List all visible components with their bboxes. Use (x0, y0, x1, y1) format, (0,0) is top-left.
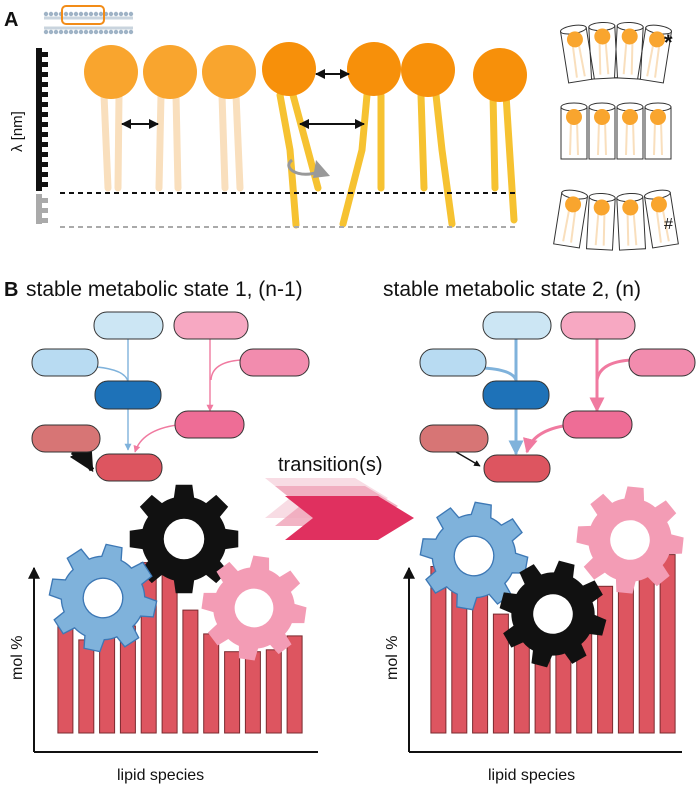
bar (513, 637, 530, 734)
cylinder-icon-tilted (559, 21, 673, 84)
node-pink (174, 410, 245, 439)
lipid-dark-1 (262, 42, 322, 229)
bar (638, 562, 655, 734)
marker-star: * (664, 30, 673, 55)
node-red-target (95, 453, 163, 482)
bar (182, 609, 199, 734)
node-light-blue-left (31, 348, 99, 377)
chart1-xlabel: lipid species (117, 767, 204, 784)
node-blue (94, 380, 162, 410)
chart2-ylabel: mol % (384, 636, 401, 680)
lipid-row (84, 42, 527, 229)
transition-label: transition(s) (278, 454, 382, 476)
bar (99, 633, 116, 734)
bar (78, 639, 95, 734)
bar (224, 651, 241, 734)
lipid-dark-2 (339, 42, 401, 228)
gear-pink-icon (195, 549, 313, 667)
gear2-black-icon (487, 548, 619, 680)
bar (161, 562, 178, 734)
gear-black-icon (129, 484, 239, 594)
lipid-light-2 (143, 45, 197, 192)
bar (597, 585, 614, 734)
node-light-pink-top (173, 311, 249, 340)
lipid-light-3 (202, 45, 256, 192)
bar (203, 633, 220, 734)
node-light-pink-right (239, 348, 310, 377)
bar (57, 617, 74, 734)
transition-arrow-icon (265, 478, 414, 540)
node2-light-pink-right (628, 348, 696, 377)
node2-salmon (419, 424, 489, 453)
marker-hash: # (664, 216, 673, 233)
node2-light-blue-top (482, 311, 552, 340)
node2-red-target (483, 454, 551, 483)
panel-b-label: B (4, 279, 18, 301)
chart2-axes (403, 566, 682, 753)
node-light-blue-top (93, 311, 164, 340)
bar (492, 613, 509, 734)
thickness-axis-label: λ [nm] (9, 111, 26, 152)
node2-light-pink-top (560, 311, 636, 340)
state2-title: stable metabolic state 2, (n) (383, 278, 641, 301)
gear2-blue-icon (411, 493, 537, 619)
bar (286, 635, 303, 734)
node-salmon (31, 424, 101, 453)
state1-title: stable metabolic state 1, (n-1) (26, 278, 303, 301)
chart2-xlabel: lipid species (488, 767, 575, 784)
bar (244, 651, 261, 734)
chart1-axes (28, 566, 318, 753)
lipid-light-1 (84, 45, 138, 192)
network-state1 (31, 311, 310, 482)
membrane-thumbnail (43, 5, 134, 35)
thickness-ruler (36, 48, 48, 224)
node2-light-blue-left (419, 348, 487, 377)
bar (265, 649, 282, 734)
cylinder-icon-splayed (553, 189, 679, 251)
cylinder-icon-straight (560, 102, 672, 160)
gear2-pink-icon (571, 481, 689, 599)
rotation-arrowhead (313, 160, 330, 178)
network-state2 (419, 311, 696, 483)
lipid-dark-3 (401, 43, 456, 228)
lipid-dark-4 (473, 48, 527, 224)
node2-blue (482, 380, 550, 410)
chart1-ylabel: mol % (9, 636, 26, 680)
node2-pink (562, 410, 633, 439)
gear-blue-icon (39, 534, 167, 662)
panel-a-label: A (4, 9, 18, 31)
